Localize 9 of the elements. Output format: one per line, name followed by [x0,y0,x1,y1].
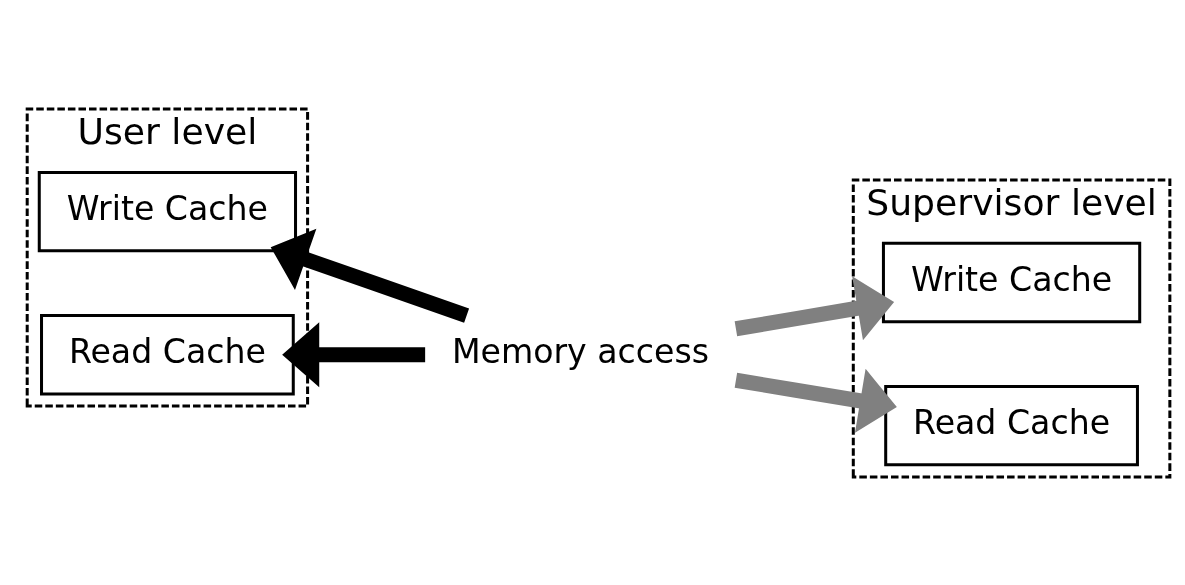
node-box: Read Cache [884,384,1139,466]
node-text: Memory access [451,331,709,371]
node-box: Write Cache [881,241,1142,323]
arrow [734,275,895,340]
arrow [270,228,470,323]
arrow [734,368,897,433]
arrow [282,321,426,387]
node-box: Read Cache [40,313,295,395]
node-box: Write Cache [37,170,298,252]
